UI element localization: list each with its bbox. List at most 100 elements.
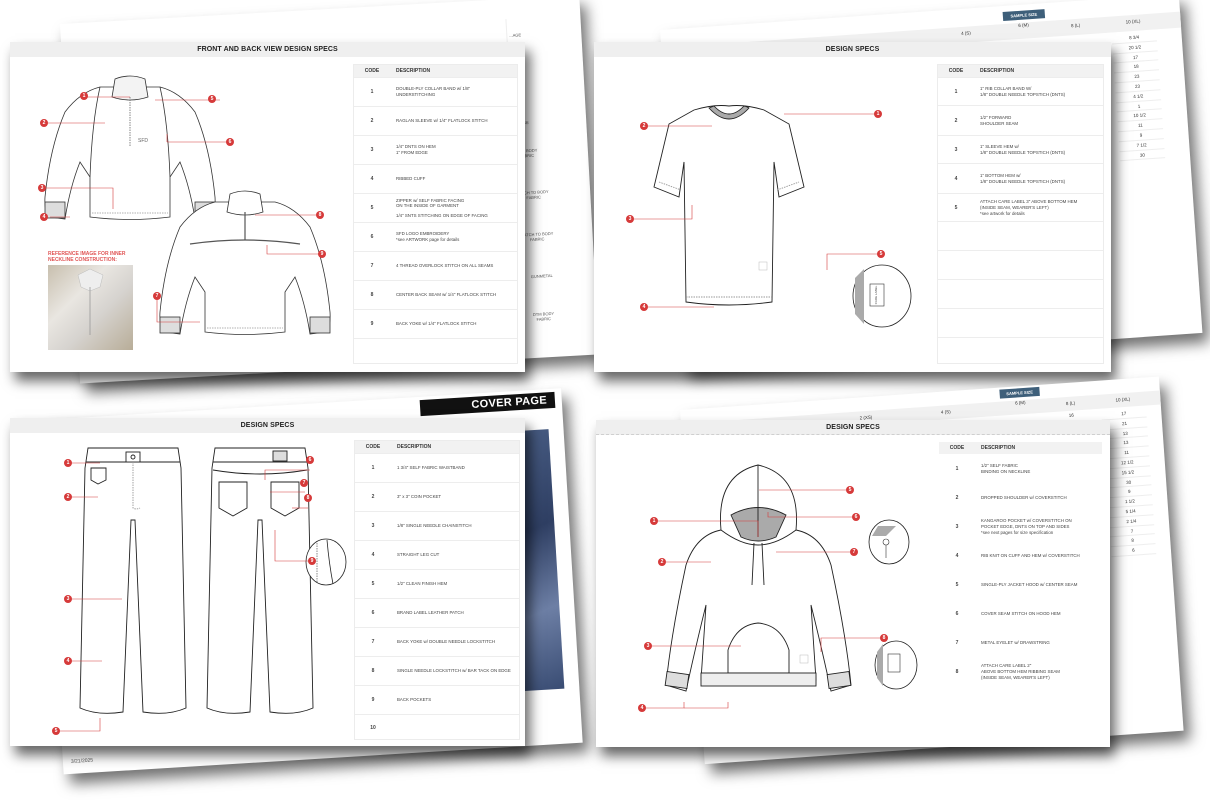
tshirt-drawing: [653, 105, 805, 306]
header-code: CODE: [364, 68, 380, 74]
header-description: DESCRIPTION: [980, 68, 1015, 74]
callout-2: 2: [640, 122, 648, 130]
callout-3: 3: [644, 642, 652, 650]
hoodie-drawing: [664, 464, 852, 692]
callout-5: 5: [52, 727, 60, 735]
svg-text:CARE LABEL: CARE LABEL: [874, 285, 878, 304]
table-row: [938, 308, 1103, 337]
size-column-xl: 8 3/4 20 1/2 17 18 23 23 4 1/2 1 10 1/2 …: [1111, 31, 1166, 162]
callout-6: 6: [306, 456, 314, 464]
callout-8: 8: [316, 211, 324, 219]
callout-4: 4: [64, 657, 72, 665]
care-label-detail-circle: [874, 640, 918, 690]
callout-2: 2: [64, 493, 72, 501]
size-cell: 16: [1068, 412, 1074, 418]
table-header: CODE DESCRIPTION: [355, 441, 519, 453]
callout-3: 3: [38, 184, 46, 192]
callout-5: 5: [208, 95, 216, 103]
callout-9: 9: [318, 250, 326, 258]
table-row: [354, 338, 517, 364]
eyelet-detail-circle: [868, 519, 910, 565]
callout-leaders: [632, 113, 879, 308]
sample-size-badge: SAMPLE SIZE: [1002, 9, 1046, 22]
date-label: 3/21/2025: [70, 757, 94, 765]
back-sheet-cell: ...AGE: [509, 32, 522, 38]
header-code: CODE: [948, 68, 964, 74]
header-description: DESCRIPTION: [396, 68, 431, 74]
table-row: [938, 337, 1103, 364]
callout-leaders: [45, 96, 322, 323]
callout-4: 4: [40, 213, 48, 221]
callout-1: 1: [64, 459, 72, 467]
spec-sheet: DESIGN SPECS CARE LABEL: [594, 42, 1111, 372]
callout-7: 7: [300, 479, 308, 487]
callout-8: 8: [880, 634, 888, 642]
callout-1: 1: [80, 92, 88, 100]
header-code: CODE: [365, 444, 381, 450]
table-header: CODE DESCRIPTION: [354, 65, 517, 77]
bartack-detail-circle: [305, 538, 347, 586]
jeans-front-drawing: [79, 447, 187, 714]
callout-7: 7: [153, 292, 161, 300]
svg-text:SFD: SFD: [138, 138, 148, 144]
page-title: DESIGN SPECS: [596, 420, 1110, 435]
sample-size-badge: SAMPLE SIZE: [999, 386, 1040, 399]
callout-2: 2: [658, 558, 666, 566]
callout-1: 1: [650, 517, 658, 525]
care-label-detail-circle: CARE LABEL: [852, 264, 912, 328]
spec-sheet: DESIGN SPECS: [10, 418, 525, 746]
back-sheet-cell: DTM BODY FABRIC: [532, 310, 555, 322]
callout-2: 2: [40, 119, 48, 127]
page-title: DESIGN SPECS: [10, 418, 525, 433]
table-header: CODE DESCRIPTION: [939, 442, 1102, 454]
jeans-back-drawing: [206, 447, 314, 714]
page-title: DESIGN SPECS: [594, 42, 1111, 57]
table-row: 10: [355, 714, 519, 741]
callout-3: 3: [626, 215, 634, 223]
callout-5: 5: [877, 250, 885, 258]
callout-3: 3: [64, 595, 72, 603]
spec-sheet: FRONT AND BACK VIEW DESIGN SPECS SFD: [10, 42, 525, 372]
table-row: [938, 250, 1103, 279]
callout-5: 5: [846, 486, 854, 494]
reference-photo: [48, 265, 133, 350]
callout-4: 4: [640, 303, 648, 311]
callout-1: 1: [874, 110, 882, 118]
callout-8: 8: [304, 494, 312, 502]
table-row: [938, 279, 1103, 308]
header-description: DESCRIPTION: [397, 444, 432, 450]
callout-leaders: [58, 462, 313, 732]
quarter-zip-front-drawing: SFD: [44, 75, 216, 220]
table-row: [938, 221, 1103, 250]
reference-image-label: REFERENCE IMAGE FOR INNER NECKLINE CONST…: [48, 251, 126, 263]
